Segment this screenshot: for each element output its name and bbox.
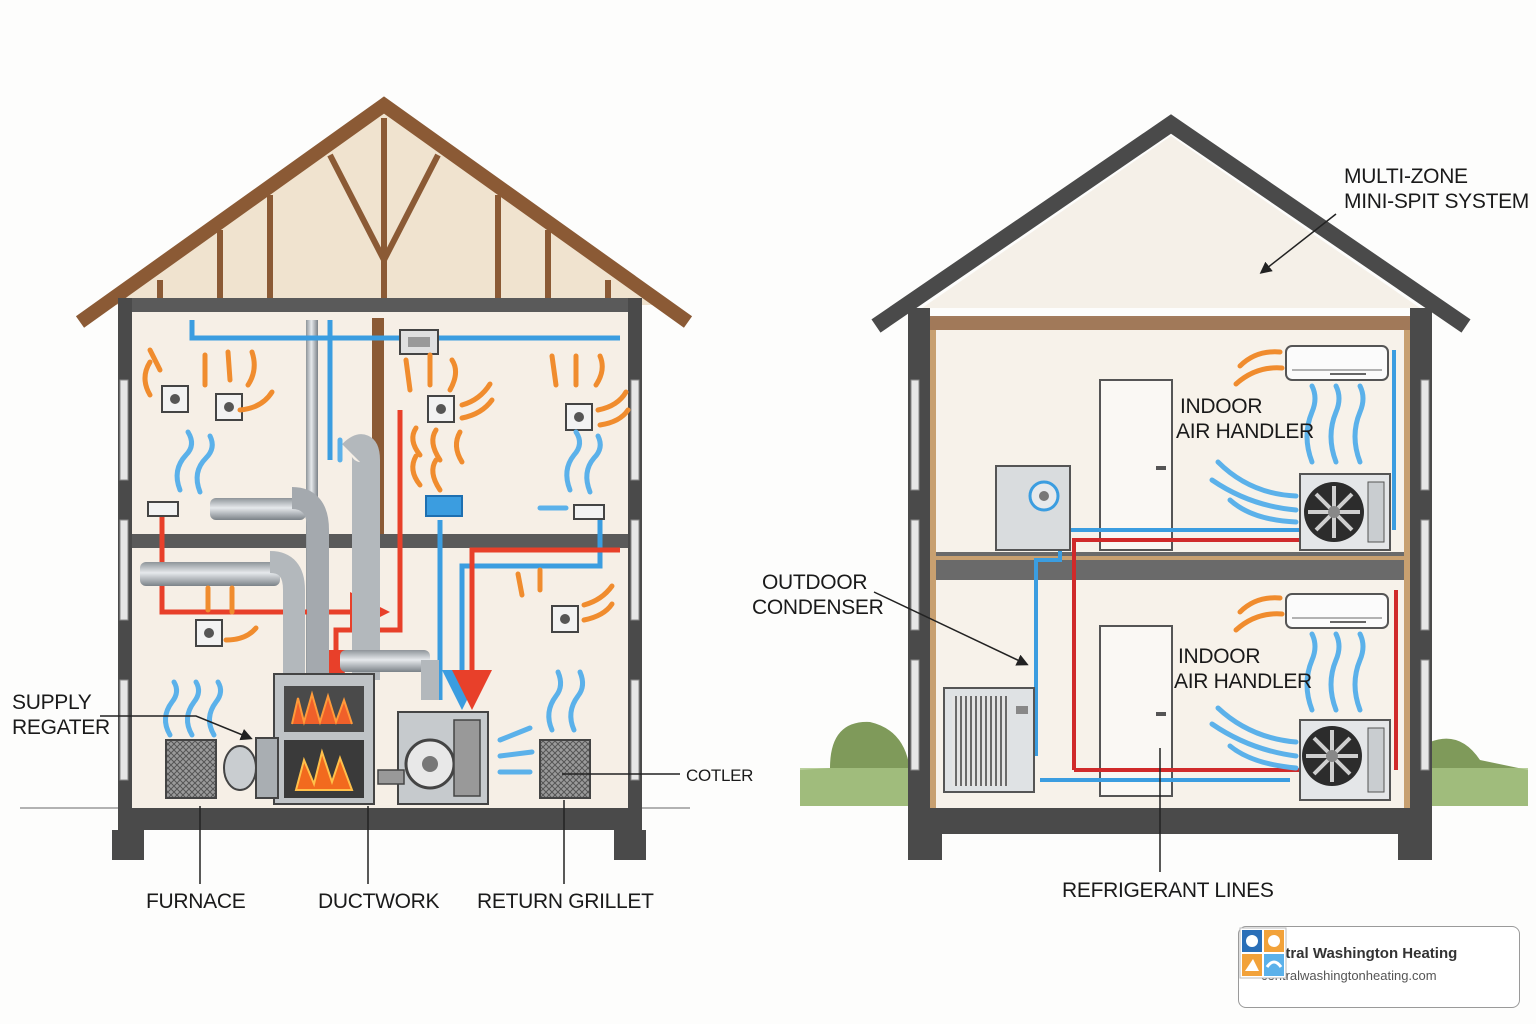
foundation bbox=[118, 808, 642, 830]
leader-lines bbox=[100, 715, 680, 884]
outdoor-condenser-unit bbox=[943, 687, 1035, 793]
return-grille-right bbox=[539, 739, 591, 799]
multizone-label-line1: MULTI-ZONE bbox=[1344, 165, 1468, 188]
brand-url: centralwashingtonheating.com bbox=[1261, 968, 1437, 983]
return-ducts bbox=[189, 320, 620, 710]
refrigerant-lines-label: REFRIGERANT LINES bbox=[1062, 879, 1274, 902]
brand-card: Central Washington Heating centralwashin… bbox=[1238, 926, 1520, 1008]
left-house bbox=[20, 96, 693, 884]
supply-register-label: SUPPLY REGATER bbox=[12, 690, 110, 740]
indoor-air-handler-upper-label: INDOOR AIR HANDLER bbox=[1176, 394, 1314, 444]
outdoor-condenser-label: OUTDOOR CONDENSER bbox=[752, 570, 884, 620]
multizone-label-line2: MINI-SPIT SYSTEM bbox=[1344, 190, 1529, 213]
supply-label-line1: SUPPLY bbox=[12, 691, 92, 714]
outdoor-label-line1: OUTDOOR bbox=[762, 571, 868, 594]
vent-registers bbox=[147, 385, 605, 647]
warm-air-arrows bbox=[142, 347, 631, 643]
right-roof bbox=[871, 114, 1471, 333]
indoor-lower-line2: AIR HANDLER bbox=[1174, 670, 1312, 693]
brand-logo-icon bbox=[1239, 927, 1287, 979]
ductwork-label: DUCTWORK bbox=[318, 890, 440, 913]
indoor-lower-line1: INDOOR bbox=[1178, 645, 1261, 668]
fan-unit-lower bbox=[1299, 719, 1391, 801]
right-house bbox=[800, 114, 1528, 872]
silver-ductwork bbox=[140, 434, 439, 700]
wall-unit-upper bbox=[1285, 345, 1389, 381]
upper-condenser-box bbox=[995, 465, 1071, 551]
roof bbox=[75, 96, 693, 328]
multizone-label: MULTI-ZONE MINI-SPIT SYSTEM bbox=[1344, 164, 1529, 214]
right-leader-lines bbox=[873, 213, 1337, 872]
supply-label-line2: REGATER bbox=[12, 716, 110, 739]
outdoor-label-line2: CONDENSER bbox=[752, 596, 884, 619]
roof-truss bbox=[157, 118, 611, 300]
refrigerant-lines bbox=[1034, 350, 1398, 782]
indoor-upper-line2: AIR HANDLER bbox=[1176, 420, 1314, 443]
cotler-label: COTLER bbox=[686, 766, 754, 785]
furnace-label: FURNACE bbox=[146, 890, 246, 913]
furnace-unit bbox=[223, 673, 375, 805]
cool-air-arrows bbox=[163, 429, 603, 775]
wall-unit-lower bbox=[1285, 593, 1389, 629]
brand-name: Central Washington Heating bbox=[1257, 945, 1458, 962]
indoor-upper-line1: INDOOR bbox=[1180, 395, 1263, 418]
fan-unit-upper bbox=[1299, 473, 1391, 551]
indoor-air-handler-lower-label: INDOOR AIR HANDLER bbox=[1174, 644, 1312, 694]
blower-unit bbox=[377, 711, 489, 805]
right-cool-air bbox=[1209, 383, 1366, 771]
return-grillet-label: RETURN GRILLET bbox=[477, 890, 654, 913]
right-warm-air bbox=[1233, 349, 1285, 633]
return-grille-left bbox=[165, 739, 217, 799]
